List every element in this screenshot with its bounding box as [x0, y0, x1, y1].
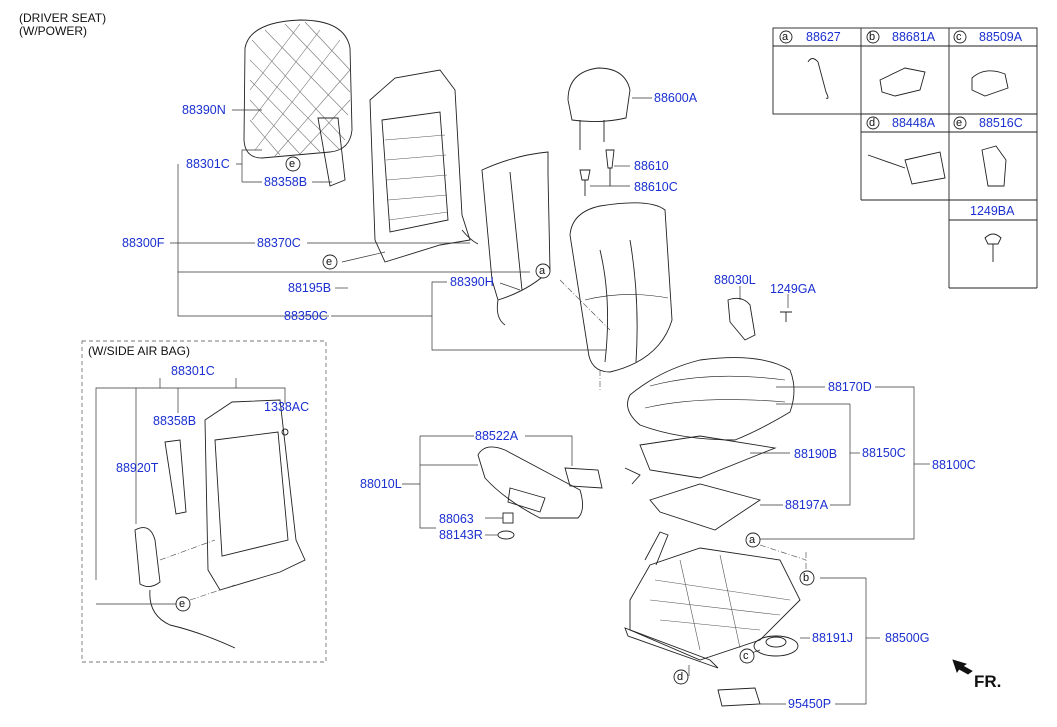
- headrest-shape: [567, 67, 631, 123]
- part-88195b[interactable]: 88195B: [288, 281, 332, 295]
- front-label: FR.: [974, 672, 1002, 691]
- part-88390h[interactable]: 88390H: [450, 275, 494, 289]
- part-88300f[interactable]: 88300F: [122, 236, 165, 250]
- front-arrow-icon: [952, 659, 973, 675]
- legend-circle-d: [866, 116, 880, 130]
- legend-code-1249ba[interactable]: 1249BA: [970, 204, 1015, 218]
- part-88100c[interactable]: 88100C: [932, 458, 976, 472]
- legend-circle-c: [953, 30, 967, 44]
- legend-letter-b: b: [869, 31, 876, 43]
- legend-code-88516c[interactable]: 88516C: [979, 116, 1023, 130]
- legend-code-88681a[interactable]: 88681A: [892, 30, 936, 44]
- header-power: (W/POWER): [19, 24, 87, 38]
- part-88301c[interactable]: 88301C: [186, 157, 230, 171]
- callout-b: b: [803, 572, 810, 584]
- callout-circle-b1: [799, 570, 815, 586]
- inset-frame-shape: [204, 399, 306, 591]
- side-shield-shape: [477, 446, 583, 519]
- cushion-shape: [627, 357, 795, 441]
- callout-e: e: [326, 256, 333, 268]
- strap-shape: [317, 117, 346, 187]
- legend-circle-a: [779, 30, 793, 44]
- seat-track-shape: [629, 547, 801, 661]
- legend-code-88627[interactable]: 88627: [806, 30, 841, 44]
- part-88358b-inset[interactable]: 88358B: [153, 414, 197, 428]
- callout-circle-c1: [739, 648, 755, 664]
- part-88522a[interactable]: 88522A: [475, 429, 519, 443]
- inset-title: (W/SIDE AIR BAG): [88, 344, 191, 358]
- mat-shape: [649, 483, 762, 531]
- part-1338ac[interactable]: 1338AC: [264, 400, 310, 414]
- back-cover-shape: [569, 202, 673, 373]
- back-pad-shape: [481, 151, 551, 301]
- legend-letter-e: e: [956, 117, 963, 129]
- callout-d: d: [677, 671, 684, 683]
- legend-code-88509a[interactable]: 88509A: [979, 30, 1023, 44]
- part-88150c[interactable]: 88150C: [862, 446, 906, 460]
- part-88390n[interactable]: 88390N: [182, 103, 226, 117]
- callout-a: a: [539, 265, 546, 277]
- callout-circle-e2: [322, 254, 338, 270]
- callout-circle-a2: [745, 532, 761, 548]
- part-88143r[interactable]: 88143R: [439, 528, 483, 542]
- part-88610c[interactable]: 88610C: [634, 180, 678, 194]
- part-88197a[interactable]: 88197A: [785, 498, 829, 512]
- part-88358b[interactable]: 88358B: [264, 175, 308, 189]
- legend-letter-d: d: [869, 117, 876, 129]
- callout-c: c: [743, 650, 749, 662]
- airbag-shape: [134, 527, 161, 587]
- legend-circle-e: [953, 116, 967, 130]
- part-88190b[interactable]: 88190B: [794, 447, 838, 461]
- part-88010l[interactable]: 88010L: [360, 477, 402, 491]
- callout-circle-e1: [285, 156, 301, 172]
- back-frame-shape: [369, 69, 471, 263]
- part-95450p[interactable]: 95450P: [788, 697, 832, 711]
- legend-table: [772, 27, 1038, 289]
- back-panel-shape: [243, 19, 353, 159]
- callout-circle-e3: [175, 596, 191, 612]
- part-88600a[interactable]: 88600A: [654, 91, 698, 105]
- part-88500g[interactable]: 88500G: [885, 631, 930, 645]
- part-88301c-inset[interactable]: 88301C: [171, 364, 215, 378]
- header-driver-seat: (DRIVER SEAT): [19, 11, 107, 25]
- callout-e: e: [289, 158, 296, 170]
- legend-code-88448a[interactable]: 88448A: [892, 116, 936, 130]
- legend-letter-a: a: [782, 31, 789, 43]
- part-88610[interactable]: 88610: [634, 159, 669, 173]
- part-88370c[interactable]: 88370C: [257, 236, 301, 250]
- part-88191j[interactable]: 88191J: [812, 631, 854, 645]
- callout-circle-a1: [535, 263, 551, 279]
- legend-circle-b: [866, 30, 880, 44]
- callout-a: a: [749, 534, 756, 546]
- part-1249ga[interactable]: 1249GA: [770, 282, 816, 296]
- legend-letter-c: c: [956, 31, 962, 43]
- part-88170d[interactable]: 88170D: [828, 380, 872, 394]
- part-88030l[interactable]: 88030L: [714, 273, 756, 287]
- callout-circle-d1: [673, 669, 689, 685]
- callout-e: e: [179, 598, 186, 610]
- part-88350c[interactable]: 88350C: [284, 309, 328, 323]
- part-88920t[interactable]: 88920T: [116, 461, 159, 475]
- side-trim-shape: [727, 297, 756, 341]
- part-88063[interactable]: 88063: [439, 512, 474, 526]
- heater-mat-shape: [639, 435, 777, 479]
